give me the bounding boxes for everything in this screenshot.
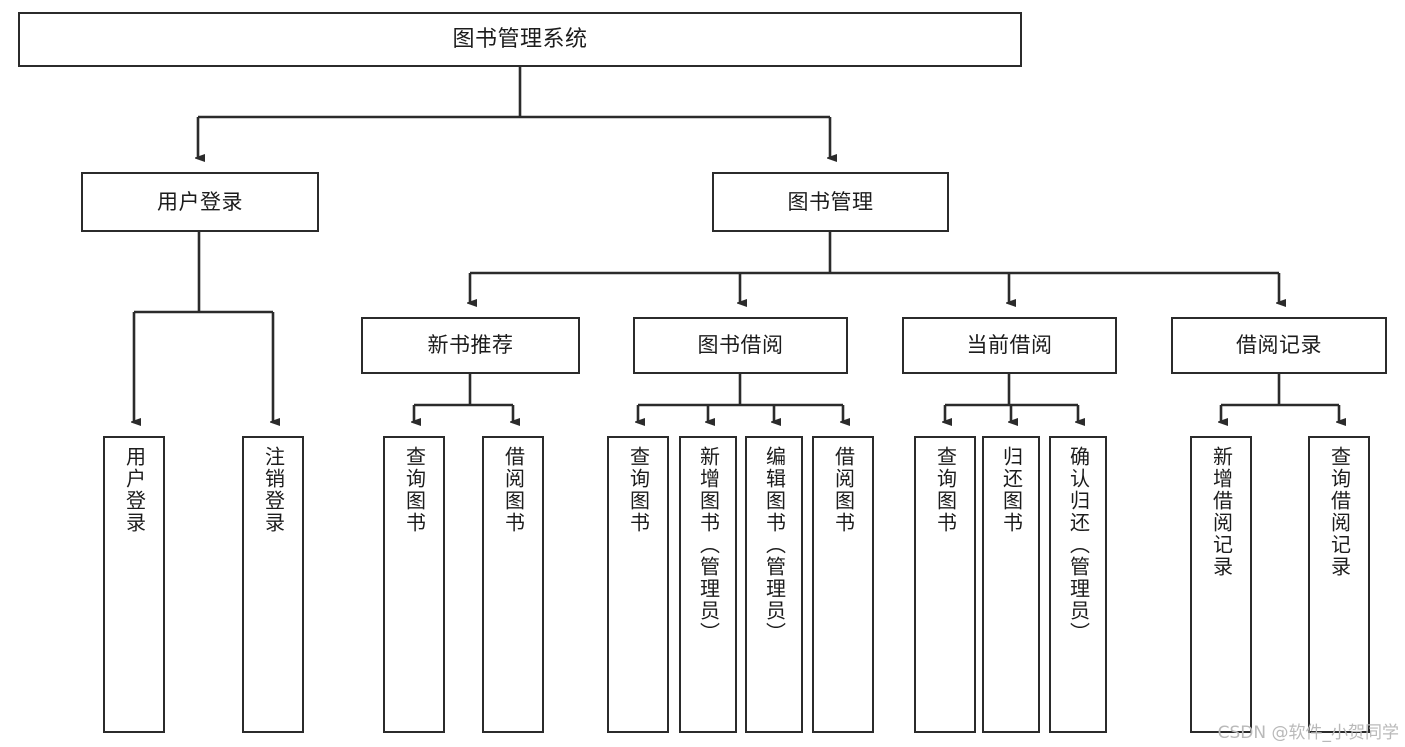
node-label: 图书借阅 bbox=[697, 333, 784, 358]
node-label: 确认归还（管理员） bbox=[1066, 446, 1091, 644]
node-book-borrow[interactable]: 图书借阅 bbox=[633, 317, 848, 374]
node-leaf-logout[interactable]: 注销登录 bbox=[242, 436, 304, 733]
node-label: 新增借阅记录 bbox=[1209, 446, 1234, 578]
node-leaf-query-book-1[interactable]: 查询图书 bbox=[383, 436, 445, 733]
node-label: 注销登录 bbox=[261, 446, 286, 534]
node-leaf-query-book-2[interactable]: 查询图书 bbox=[607, 436, 669, 733]
node-label: 查询图书 bbox=[933, 446, 958, 534]
node-leaf-add-borrow-record[interactable]: 新增借阅记录 bbox=[1190, 436, 1252, 733]
node-label: 归还图书 bbox=[999, 446, 1024, 534]
node-leaf-confirm-return-admin[interactable]: 确认归还（管理员） bbox=[1049, 436, 1107, 733]
node-label: 图书管理 bbox=[787, 189, 874, 214]
node-root-system[interactable]: 图书管理系统 bbox=[18, 12, 1022, 67]
node-label: 用户登录 bbox=[122, 446, 147, 534]
node-leaf-user-login[interactable]: 用户登录 bbox=[103, 436, 165, 733]
csdn-watermark: CSDN @软件_小贺同学 bbox=[1217, 723, 1399, 743]
node-label: 新增图书（管理员） bbox=[696, 446, 721, 644]
node-label: 借阅图书 bbox=[831, 446, 856, 534]
node-leaf-add-book-admin[interactable]: 新增图书（管理员） bbox=[679, 436, 737, 733]
node-label: 查询图书 bbox=[626, 446, 651, 534]
node-label: 图书管理系统 bbox=[452, 26, 588, 52]
node-user-login[interactable]: 用户登录 bbox=[81, 172, 319, 232]
node-label: 查询图书 bbox=[402, 446, 427, 534]
node-label: 借阅图书 bbox=[501, 446, 526, 534]
node-leaf-borrow-book-1[interactable]: 借阅图书 bbox=[482, 436, 544, 733]
node-borrow-record[interactable]: 借阅记录 bbox=[1171, 317, 1387, 374]
node-current-borrow[interactable]: 当前借阅 bbox=[902, 317, 1117, 374]
node-label: 查询借阅记录 bbox=[1327, 446, 1352, 578]
node-new-book-recommend[interactable]: 新书推荐 bbox=[361, 317, 580, 374]
node-label: 借阅记录 bbox=[1236, 333, 1322, 358]
node-label: 用户登录 bbox=[157, 189, 243, 214]
node-book-management[interactable]: 图书管理 bbox=[712, 172, 949, 232]
node-label: 新书推荐 bbox=[427, 333, 514, 358]
node-leaf-borrow-book-2[interactable]: 借阅图书 bbox=[812, 436, 874, 733]
node-label: 当前借阅 bbox=[966, 333, 1053, 358]
node-leaf-query-book-3[interactable]: 查询图书 bbox=[914, 436, 976, 733]
node-label: 编辑图书（管理员） bbox=[762, 446, 787, 644]
node-leaf-edit-book-admin[interactable]: 编辑图书（管理员） bbox=[745, 436, 803, 733]
node-leaf-return-book[interactable]: 归还图书 bbox=[982, 436, 1040, 733]
node-leaf-query-borrow-record[interactable]: 查询借阅记录 bbox=[1308, 436, 1370, 733]
